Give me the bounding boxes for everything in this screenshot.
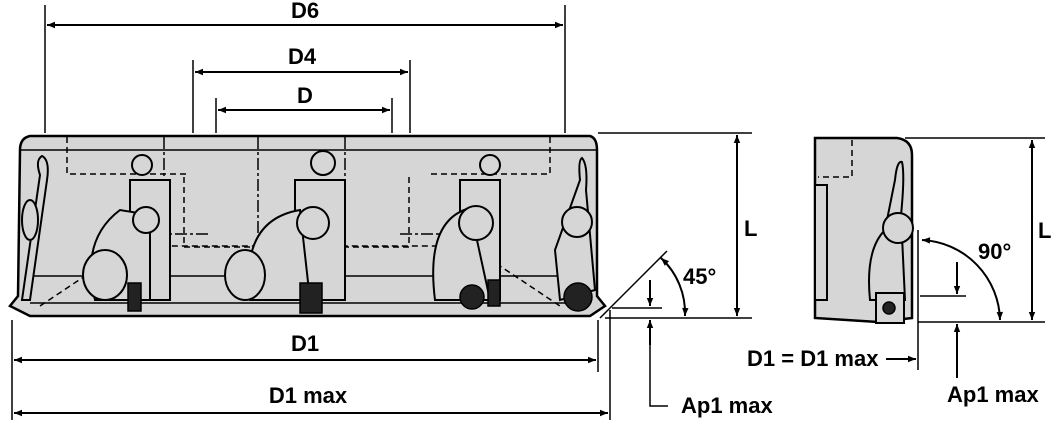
d1-label: D1	[291, 331, 319, 356]
d6-label: D6	[291, 0, 319, 23]
d1-eq-label: D1 = D1 max	[747, 346, 879, 371]
insert-clamp-1	[20, 154, 49, 301]
d-label: D	[297, 83, 313, 108]
dimension-d1-max: D1 max	[14, 310, 611, 420]
angle-90-label: 90°	[978, 239, 1011, 264]
angle-45-label: 45°	[683, 264, 716, 289]
dimension-d6: D6	[44, 0, 566, 133]
insert-clamp-3	[224, 150, 346, 314]
dimension-d: D	[215, 83, 393, 133]
d4-label: D4	[288, 44, 317, 69]
dimension-l-front: L	[598, 132, 757, 319]
dimension-angle-90: 90° Ap1 max	[917, 230, 1039, 407]
dimension-angle-45: 45° Ap1 max	[599, 250, 773, 418]
dimension-l-side: L	[905, 137, 1051, 323]
cutter-body-side	[813, 136, 914, 324]
dimension-d1: D1	[11, 320, 599, 420]
ap1-max-label-side: Ap1 max	[947, 382, 1039, 407]
insert-clamp-2	[82, 154, 171, 312]
insert-clamp-4	[432, 154, 501, 310]
l-label-side: L	[1038, 218, 1051, 243]
insert-clamp-5	[553, 156, 597, 312]
d1-max-label: D1 max	[269, 383, 348, 408]
dimension-d1-eq-d1-max: D1 = D1 max	[747, 346, 916, 371]
dimension-d4: D4	[192, 44, 411, 133]
l-label-front: L	[744, 216, 757, 241]
ap1-max-label-front: Ap1 max	[681, 393, 773, 418]
